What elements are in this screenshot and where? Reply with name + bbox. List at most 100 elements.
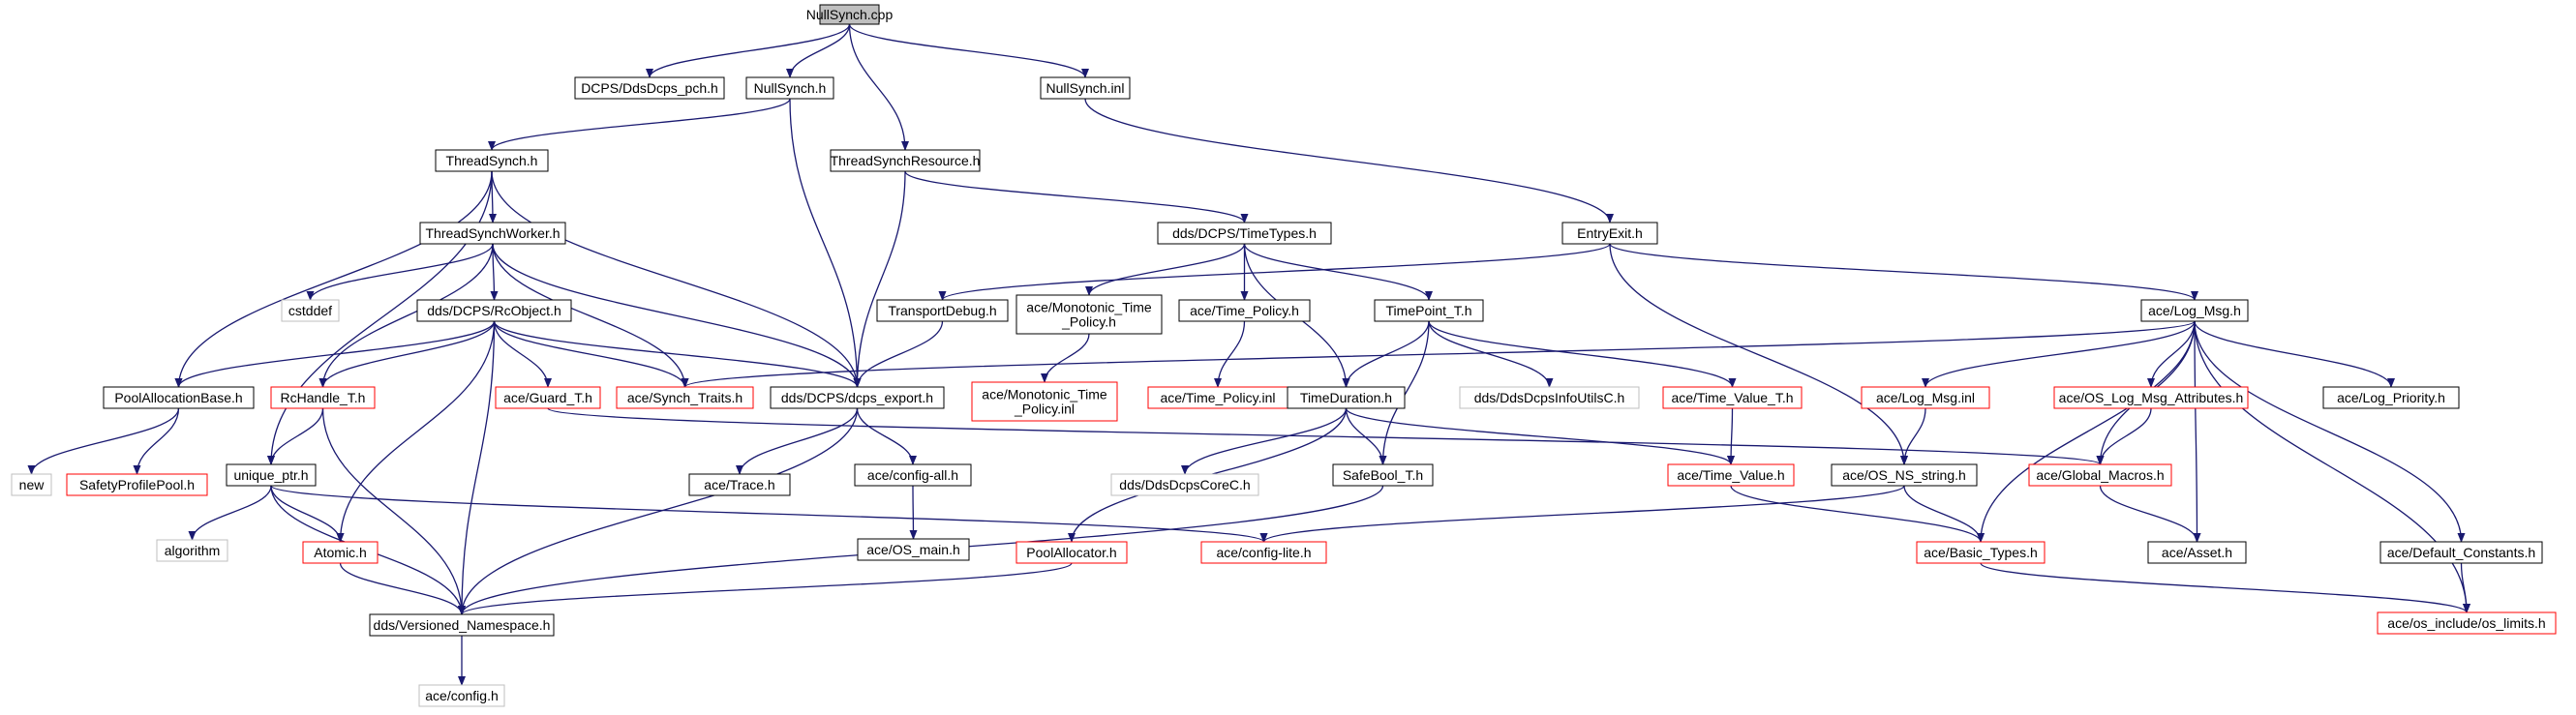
edge-dds-dcps-rcobject-h-to-dds-dcps-dcps-export-h — [493, 320, 862, 388]
edge-timeduration-h-to-ace-time-value-h — [1345, 407, 1735, 465]
node-ace-time-policy-inl[interactable]: ace/Time_Policy.inl — [1147, 386, 1288, 409]
node-entryexit-h[interactable]: EntryExit.h — [1561, 222, 1658, 245]
edge-dds-dcps-rcobject-h-to-dds-versioned-namespace-h — [458, 320, 496, 615]
node-ace-global-macros-h[interactable]: ace/Global_Macros.h — [2028, 463, 2172, 487]
node-dds-dcps-dcps-export-h[interactable]: dds/DCPS/dcps_export.h — [770, 386, 945, 409]
edge-ace-log-msg-h-to-ace-basic-types-h — [1977, 320, 2196, 543]
node-label: ace/Time_Policy.inl — [1160, 390, 1275, 405]
node-label: ace/OS_Log_Msg_Attributes.h — [2059, 390, 2244, 405]
node-nullsynch-h[interactable]: NullSynch.h — [745, 76, 834, 100]
node-poolallocationbase-h[interactable]: PoolAllocationBase.h — [103, 386, 255, 409]
node-threadsynch-h[interactable]: ThreadSynch.h — [435, 149, 549, 172]
node-ace-log-priority-h[interactable]: ace/Log_Priority.h — [2322, 386, 2460, 409]
node-ace-trace-h[interactable]: ace/Trace.h — [688, 473, 791, 496]
edge-dds-dcps-rcobject-h-to-ace-guard-t-h — [493, 320, 552, 388]
node-box — [1110, 473, 1259, 496]
node-box — [1332, 463, 1434, 487]
node-transportdebug-h[interactable]: TransportDebug.h — [876, 299, 1009, 322]
node-ace-os-main-h[interactable]: ace/OS_main.h — [857, 538, 970, 561]
node-ace-guard-t-h[interactable]: ace/Guard_T.h — [495, 386, 601, 409]
node-label: ace/OS_main.h — [866, 542, 960, 557]
edge-timepoint-t-h-to-safebool-t-h — [1379, 320, 1430, 465]
edge-ace-monotonic-time-policy-h-to-ace-monotonic-time-policy-inl — [1041, 333, 1090, 383]
node-box — [1040, 76, 1131, 100]
node-label: dds/Versioned_Namespace.h — [374, 617, 551, 633]
node-box — [2147, 541, 2247, 564]
node-box — [688, 473, 791, 496]
node-label: PoolAllocator.h — [1026, 545, 1116, 560]
node-nullsynch-inl[interactable]: NullSynch.inl — [1040, 76, 1131, 100]
edge-poolallocationbase-h-to-safetyprofilepool-h — [133, 407, 180, 475]
edge-ace-time-value-t-h-to-ace-time-value-h — [1727, 407, 1736, 465]
edge-ace-time-value-h-to-ace-basic-types-h — [1730, 485, 1985, 543]
node-box — [416, 299, 572, 322]
node-box — [103, 386, 255, 409]
node-ace-os-log-msg-attributes-h[interactable]: ace/OS_Log_Msg_Attributes.h — [2053, 386, 2249, 409]
node-box — [2053, 386, 2249, 409]
node-ace-config-lite-h[interactable]: ace/config-lite.h — [1200, 541, 1327, 564]
edge-threadsynchworker-h-to-ace-synch-traits-h — [492, 243, 689, 388]
node-ace-time-value-t-h[interactable]: ace/Time_Value_T.h — [1662, 386, 1803, 409]
node-label: Atomic.h — [314, 545, 366, 560]
node-unique-ptr-h[interactable]: unique_ptr.h — [226, 463, 317, 487]
node-label: NullSynch.cpp — [806, 7, 894, 22]
node-ace-monotonic-time-policy-h[interactable]: ace/Monotonic_Time_Policy.h — [1015, 294, 1163, 335]
node-rchandle-t-h[interactable]: RcHandle_T.h — [270, 386, 376, 409]
node-safebool-t-h[interactable]: SafeBool_T.h — [1332, 463, 1434, 487]
node-ace-asset-h[interactable]: ace/Asset.h — [2147, 541, 2247, 564]
edge-threadsynch-h-to-dds-dcps-dcps-export-h — [491, 170, 862, 388]
edge-rchandle-t-h-to-dds-versioned-namespace-h — [321, 407, 466, 615]
node-label: TimePoint_T.h — [1386, 303, 1472, 318]
node-dcps-ddsdcps-pch-h[interactable]: DCPS/DdsDcps_pch.h — [574, 76, 725, 100]
node-dds-versioned-namespace-h[interactable]: dds/Versioned_Namespace.h — [369, 613, 555, 637]
node-threadsynchresource-h[interactable]: ThreadSynchResource.h — [830, 149, 981, 172]
node-ace-config-all-h[interactable]: ace/config-all.h — [854, 463, 972, 487]
node-ace-os-ns-string-h[interactable]: ace/OS_NS_string.h — [1831, 463, 1978, 487]
node-box — [616, 386, 754, 409]
node-ace-os-include-os-limits-h[interactable]: ace/os_include/os_limits.h — [2377, 611, 2557, 635]
node-box — [66, 473, 208, 496]
node-label: ThreadSynchWorker.h — [425, 225, 560, 241]
node-label: ace/Log_Msg.h — [2148, 303, 2241, 318]
edge-dds-dcps-timetypes-h-to-ace-monotonic-time-policy-h — [1085, 243, 1246, 296]
edge-unique-ptr-h-to-algorithm — [188, 485, 272, 541]
edge-ace-os-log-msg-attributes-h-to-ace-global-macros-h — [2096, 407, 2152, 465]
node-timepoint-t-h[interactable]: TimePoint_T.h — [1374, 299, 1484, 322]
node-ace-basic-types-h[interactable]: ace/Basic_Types.h — [1916, 541, 2046, 564]
node-atomic-h[interactable]: Atomic.h — [302, 541, 379, 564]
node-box — [971, 381, 1118, 422]
node-box — [819, 4, 880, 25]
node-safetyprofilepool-h[interactable]: SafetyProfilePool.h — [66, 473, 208, 496]
node-box — [2322, 386, 2460, 409]
node-box — [1916, 541, 2046, 564]
node-ace-time-value-h[interactable]: ace/Time_Value.h — [1667, 463, 1795, 487]
edge-entryexit-h-to-transportdebug-h — [938, 243, 1611, 301]
node-label: ace/Guard_T.h — [503, 390, 592, 405]
node-label: ace/Basic_Types.h — [1924, 545, 2038, 560]
edge-nullsynch-inl-to-entryexit-h — [1084, 98, 1614, 223]
node-label: unique_ptr.h — [233, 467, 308, 483]
node-threadsynchworker-h[interactable]: ThreadSynchWorker.h — [419, 222, 566, 245]
node-ace-synch-traits-h[interactable]: ace/Synch_Traits.h — [616, 386, 754, 409]
node-nullsynch-cpp[interactable]: NullSynch.cpp — [806, 4, 894, 25]
node-box — [876, 299, 1009, 322]
node-label: ace/Log_Msg.inl — [1876, 390, 1975, 405]
node-box — [1287, 386, 1406, 409]
node-ace-log-msg-h[interactable]: ace/Log_Msg.h — [2140, 299, 2249, 322]
node-label: ace/Global_Macros.h — [2036, 467, 2164, 483]
node-label: _Policy.h — [1061, 314, 1116, 330]
node-ace-default-constants-h[interactable]: ace/Default_Constants.h — [2379, 541, 2543, 564]
node-ace-time-policy-h[interactable]: ace/Time_Policy.h — [1178, 299, 1311, 322]
node-poolallocator-h[interactable]: PoolAllocator.h — [1015, 541, 1128, 564]
node-dds-dcps-rcobject-h[interactable]: dds/DCPS/RcObject.h — [416, 299, 572, 322]
node-dds-dcps-timetypes-h[interactable]: dds/DCPS/TimeTypes.h — [1157, 222, 1332, 245]
edge-poolallocationbase-h-to-new — [27, 407, 180, 475]
node-timeduration-h[interactable]: TimeDuration.h — [1287, 386, 1406, 409]
node-box — [1015, 294, 1163, 335]
node-label: ThreadSynchResource.h — [831, 153, 981, 168]
edge-ace-basic-types-h-to-ace-os-include-os-limits-h — [1980, 562, 2470, 613]
edge-dds-dcps-rcobject-h-to-rchandle-t-h — [318, 320, 496, 388]
node-ace-log-msg-inl[interactable]: ace/Log_Msg.inl — [1861, 386, 1990, 409]
node-ace-monotonic-time-policy-inl[interactable]: ace/Monotonic_Time_Policy.inl — [971, 381, 1118, 422]
